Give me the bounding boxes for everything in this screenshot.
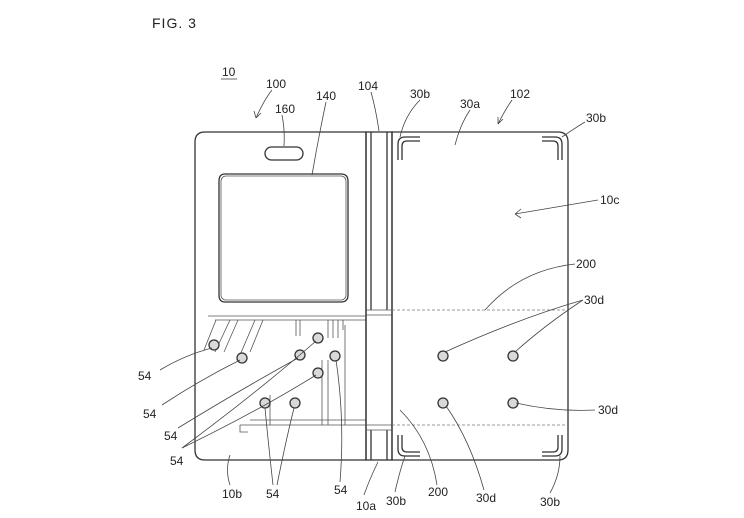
corner-holders-30b [397, 136, 563, 457]
ref-102: 102 [510, 87, 530, 101]
ref-30d-right: 30d [598, 403, 618, 417]
display-window [218, 173, 349, 303]
right-flap-outline [391, 131, 569, 461]
ref-54-b: 54 [143, 407, 157, 421]
display-window-inner [220, 175, 347, 301]
holes-54 [208, 332, 341, 409]
ref-30b-bottom-right: 30b [540, 495, 560, 509]
ref-10c: 10c [600, 193, 619, 207]
ref-140: 140 [316, 89, 336, 103]
ref-100: 100 [266, 77, 286, 91]
ref-30d-bottom: 30d [476, 491, 496, 505]
ref-10b: 10b [222, 487, 242, 501]
left-flap-outline [194, 131, 367, 461]
ref-30b-top: 30b [410, 87, 430, 101]
ref-10a: 10a [356, 499, 376, 513]
ref-54-d: 54 [170, 454, 184, 468]
leader-lines [159, 89, 599, 496]
conductor-pattern [203, 315, 366, 433]
ref-30b-bottom: 30b [386, 494, 406, 508]
ref-104: 104 [358, 79, 378, 93]
ref-54-f: 54 [334, 483, 348, 497]
holes-30d [437, 350, 519, 409]
ref-200-bottom: 200 [428, 485, 448, 499]
speaker-slot [264, 146, 304, 161]
spine [365, 131, 393, 461]
ref-200-top: 200 [576, 257, 596, 271]
ref-54-a: 54 [138, 369, 152, 383]
ref-54-c: 54 [164, 429, 178, 443]
ref-30a: 30a [460, 97, 480, 111]
ref-54-e: 54 [266, 487, 280, 501]
ref-30b-corner: 30b [586, 111, 606, 125]
figure-title: FIG. 3 [152, 15, 197, 31]
ref-160: 160 [275, 102, 295, 116]
component-200-dashed [380, 309, 568, 426]
ref-10-label: 10 [222, 65, 236, 79]
ref-30d-top: 30d [584, 293, 604, 307]
